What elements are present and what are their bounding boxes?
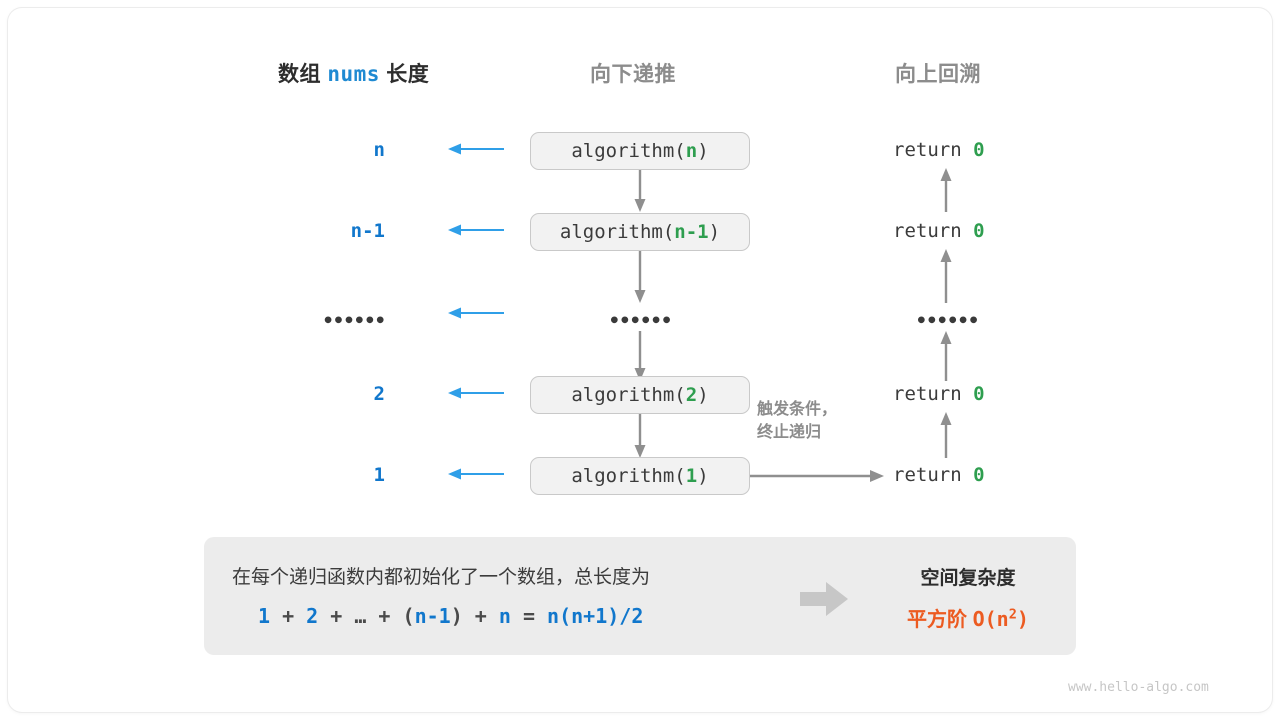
formula-part-10: n [498,604,511,628]
call-box-row-1[interactable]: algorithm(n-1) [530,213,750,251]
left-arrow-row-0 [448,142,504,156]
return-row-0: return 0 [893,139,985,161]
header-left-column: 数组 nums 长度 [278,58,429,88]
header-left-prefix: 数组 [278,63,321,86]
left-arrow-row-4 [448,467,504,481]
return-row-1: return 0 [893,220,985,242]
call-box-row-2: •••••• [608,310,673,332]
return-row-3: return 0 [893,383,985,405]
complexity-value: 平方阶 O(n2) [878,603,1058,632]
complexity-close-paren: ) [1016,607,1029,631]
formula-part-2: 2 [306,604,319,628]
return-row-4: return 0 [893,464,985,486]
call-box-text-row-4: algorithm( [571,465,686,487]
formula-part-8: ) [450,604,463,628]
header-left-mono: nums [327,62,380,86]
complexity-exponent: 2 [1008,606,1017,623]
size-label-row-0: n [373,139,385,161]
size-label-row-2: •••••• [322,310,386,332]
call-box-text-row-1: algorithm( [559,221,675,243]
call-box-row-3[interactable]: algorithm(2) [530,376,750,414]
return-row-2: •••••• [915,310,980,332]
trigger-condition-note: 触发条件， 终止递归 [757,398,837,444]
base-case-arrow [750,469,884,483]
left-arrow-row-1 [448,223,504,237]
return-keyword-row-3: return [893,383,962,405]
formula-part-12: n(n+1)/2 [547,604,644,628]
formula-part-4: … [354,604,367,628]
return-value-row-0: 0 [973,139,985,161]
summary-formula: 1 + 2 + … + (n-1) + n = n(n+1)/2 [258,604,643,628]
return-value-row-3: 0 [973,383,985,405]
call-box-text-row-3: algorithm( [571,384,686,406]
complexity-label: 平方阶 [907,609,968,631]
header-right-column: 向上回溯 [895,63,981,86]
formula-part-6: ( [402,604,415,628]
implies-arrow-icon [800,582,848,621]
call-box-close-row-0: ) [697,140,709,162]
down-arrow-row-2-to-3 [633,331,647,381]
call-box-arg-row-0: n [685,140,698,162]
left-arrow-row-3 [448,386,504,400]
down-arrow-row-3-to-4 [633,414,647,458]
trigger-note-line-1: 触发条件， [757,401,838,418]
left-arrow-row-2 [448,306,504,320]
return-keyword-row-1: return [893,220,962,242]
header-left-suffix: 长度 [386,63,430,86]
formula-part-7: n-1 [414,604,451,628]
formula-part-0: 1 [258,604,271,628]
formula-part-3: + [318,604,355,628]
up-arrow-row-4-to-3 [939,412,953,458]
return-keyword-row-0: return [893,139,962,161]
call-box-row-0[interactable]: algorithm(n) [530,132,750,170]
call-box-arg-row-3: 2 [685,384,698,406]
complexity-big-o: O(n [972,607,1009,631]
trigger-note-line-2: 终止递归 [757,424,822,442]
size-label-row-4: 1 [373,464,385,486]
call-box-close-row-4: ) [697,465,709,487]
complexity-title: 空间复杂度 [920,568,1016,589]
summary-description: 在每个递归函数内都初始化了一个数组，总长度为 [232,567,651,588]
header-middle-column: 向下递推 [590,63,676,86]
formula-part-1: + [270,604,307,628]
watermark: www.hello-algo.com [1068,680,1209,695]
call-box-arg-row-4: 1 [685,465,698,487]
call-box-arg-row-1: n-1 [674,221,709,243]
call-box-close-row-3: ) [697,384,709,406]
size-label-row-3: 2 [373,383,385,405]
formula-part-11: = [510,604,548,628]
return-value-row-1: 0 [973,220,985,242]
call-box-close-row-1: ) [708,221,721,243]
down-arrow-row-0-to-1 [633,170,647,212]
up-arrow-row-2-to-1 [939,249,953,303]
call-box-text-row-0: algorithm( [571,140,686,162]
size-label-row-1: n-1 [350,220,385,242]
call-box-row-4[interactable]: algorithm(1) [530,457,750,495]
up-arrow-row-1-to-0 [939,168,953,212]
return-value-row-4: 0 [973,464,985,486]
formula-part-5: + [366,604,403,628]
formula-part-9: + [462,604,499,628]
summary-panel [204,537,1076,655]
down-arrow-row-1-to-2 [633,251,647,303]
up-arrow-row-3-to-2 [939,331,953,381]
return-keyword-row-4: return [893,464,962,486]
